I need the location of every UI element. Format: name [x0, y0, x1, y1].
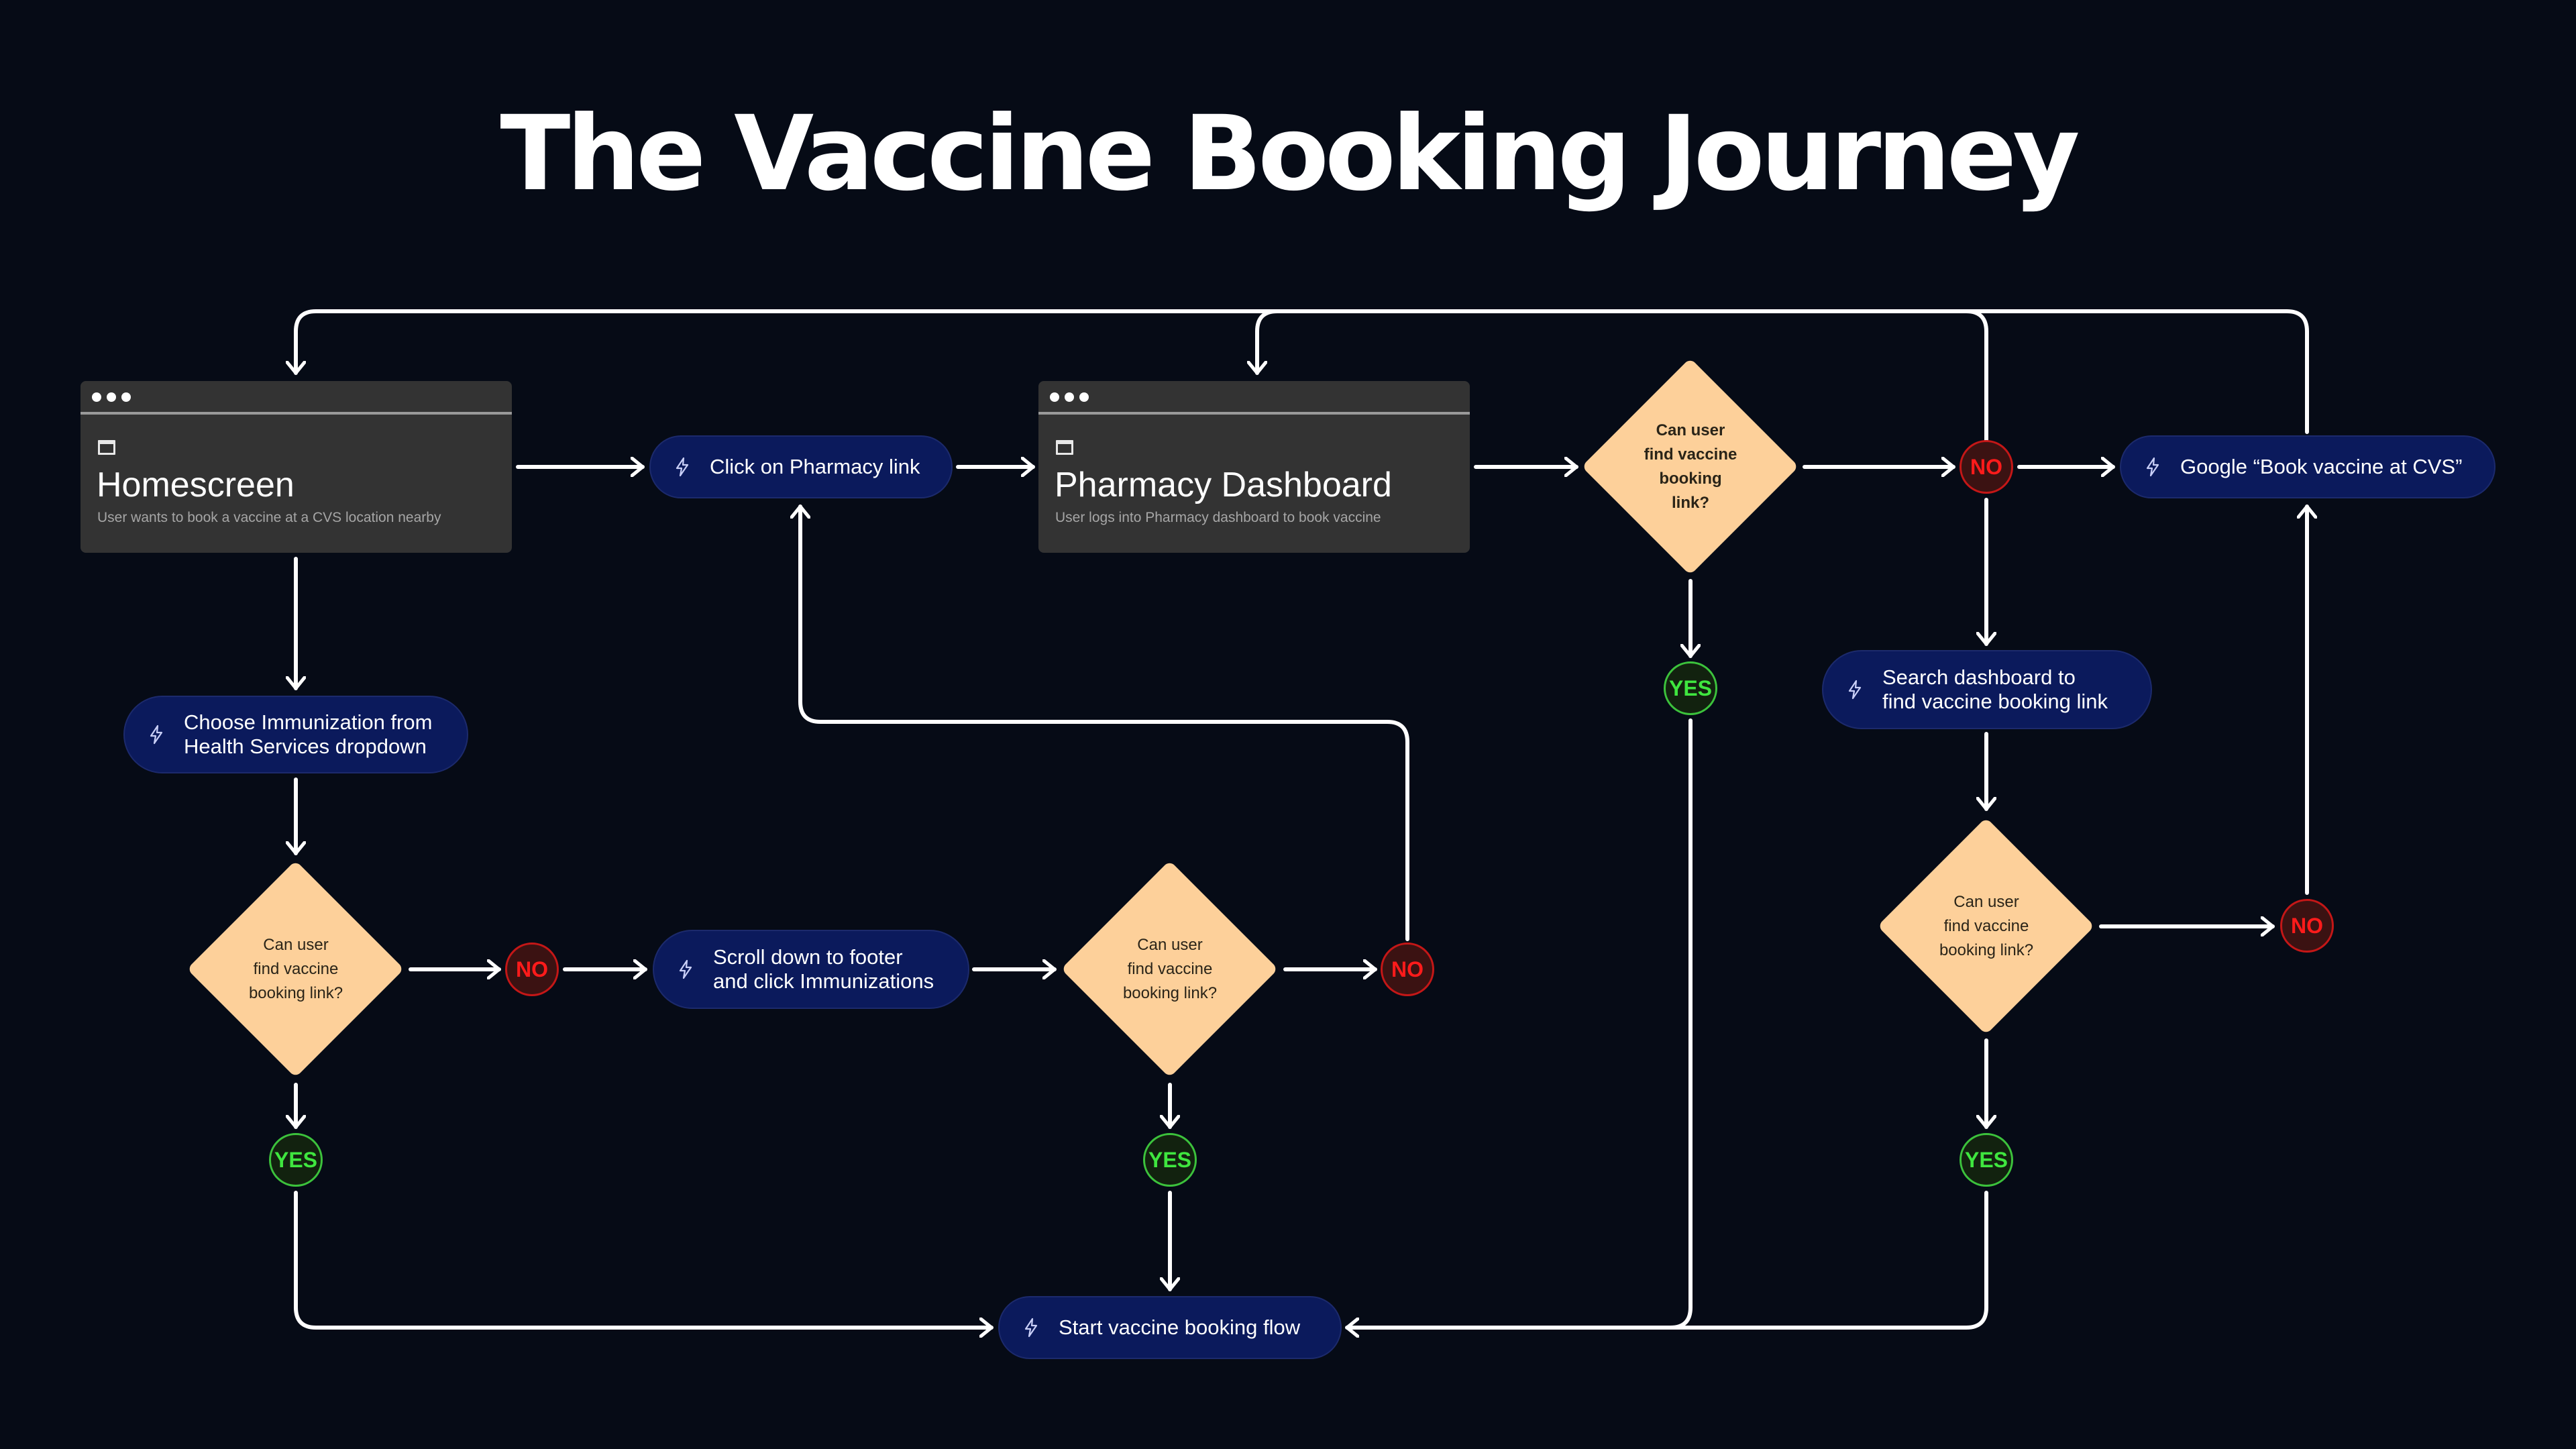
start-booking-action[interactable]: Start vaccine booking flow [998, 1296, 1342, 1359]
lightning-icon [1848, 680, 1862, 700]
action-label: Start vaccine booking flow [1059, 1316, 1301, 1339]
lightning-icon [2146, 457, 2159, 477]
yes-badge-homescreen: YES [269, 1133, 323, 1187]
click-pharmacy-link-action[interactable]: Click on Pharmacy link [649, 435, 953, 498]
connector-top-loop-to-homescreen [296, 309, 1988, 469]
homescreen-title: Homescreen [97, 466, 294, 504]
connector-yes-right-to-start [1668, 1191, 1988, 1330]
no-badge-homescreen: NO [505, 943, 559, 996]
yes-badge-dashboard: YES [1664, 661, 1717, 715]
lightning-icon [676, 457, 689, 477]
yes-badge-search: YES [1960, 1133, 2013, 1187]
google-search-action[interactable]: Google “Book vaccine at CVS” [2120, 435, 2496, 498]
lightning-icon [679, 959, 692, 979]
scroll-footer-action[interactable]: Scroll down to footer and click Immuniza… [653, 930, 969, 1009]
connector-yes-left-to-start [294, 1191, 994, 1328]
no-badge-search: NO [2280, 899, 2334, 953]
decision-label: Can user find vaccine booking link? [1939, 893, 2034, 959]
decision-footer-check[interactable]: Can user find vaccine booking link? [1061, 860, 1279, 1078]
decision-label: Can user find vaccine booking link? [1644, 421, 1737, 512]
action-label: Choose Immunization from Health Services… [184, 710, 433, 758]
decision-homescreen-check[interactable]: Can user find vaccine booking link? [186, 860, 405, 1078]
connector-top-loop-to-dashboard [1257, 309, 1279, 375]
window-titlebar [80, 381, 512, 415]
lightning-icon [150, 724, 163, 745]
action-label: Google “Book vaccine at CVS” [2180, 455, 2463, 478]
browser-window-icon [98, 440, 115, 455]
connector-yes-to-start [1345, 718, 1693, 1328]
connector-google-loop [1964, 309, 2309, 434]
pharmacy-dashboard-title: Pharmacy Dashboard [1055, 466, 1392, 504]
window-dots-icon [92, 392, 131, 402]
decision-label: Can user find vaccine booking link? [1122, 936, 1218, 1002]
no-badge-dashboard: NO [1960, 440, 2013, 494]
browser-window-icon [1056, 440, 1073, 455]
window-titlebar [1038, 381, 1470, 415]
page-title: The Vaccine Booking Journey [500, 94, 2080, 214]
decision-label: Can user find vaccine booking link? [248, 936, 343, 1002]
yes-badge-footer: YES [1143, 1133, 1197, 1187]
lightning-icon [1024, 1318, 1038, 1338]
pharmacy-dashboard-subtitle: User logs into Pharmacy dashboard to boo… [1055, 510, 1381, 525]
decision-dashboard-check[interactable]: Can user find vaccine booking link? [1581, 358, 1799, 576]
action-label: Scroll down to footer and click Immuniza… [713, 945, 934, 993]
search-dashboard-action[interactable]: Search dashboard to find vaccine booking… [1822, 650, 2152, 729]
connector-no-loop-to-click [800, 504, 1409, 941]
homescreen-card[interactable]: Homescreen User wants to book a vaccine … [80, 381, 512, 553]
action-label: Search dashboard to find vaccine booking… [1882, 665, 2108, 713]
window-dots-icon [1050, 392, 1089, 402]
homescreen-subtitle: User wants to book a vaccine at a CVS lo… [97, 510, 441, 525]
no-badge-footer: NO [1381, 943, 1434, 996]
pharmacy-dashboard-card[interactable]: Pharmacy Dashboard User logs into Pharma… [1038, 381, 1470, 553]
choose-immunization-action[interactable]: Choose Immunization from Health Services… [123, 696, 468, 773]
decision-search-check[interactable]: Can user find vaccine booking link? [1877, 817, 2095, 1035]
action-label: Click on Pharmacy link [710, 455, 920, 478]
